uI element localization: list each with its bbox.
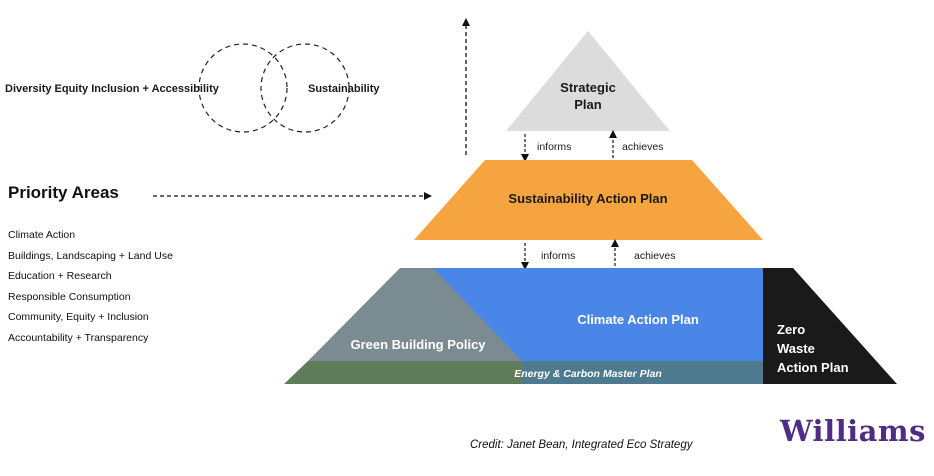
achieves-label-top: achieves (622, 141, 663, 153)
venn-circle-left (198, 43, 288, 133)
informs-label-top: informs (537, 141, 571, 153)
informs-label-bottom: informs (541, 250, 575, 262)
priority-item: Education + Research (8, 270, 112, 283)
priority-item: Community, Equity + Inclusion (8, 311, 149, 324)
priority-areas-list: Climate Action Buildings, Landscaping + … (8, 225, 173, 349)
zero-waste-label-3: Action Plan (777, 360, 849, 375)
zero-waste-shape (763, 268, 897, 384)
priority-item: Climate Action (8, 229, 76, 241)
zero-waste-label-1: Zero (777, 322, 805, 337)
sustainability-action-plan-label: Sustainability Action Plan (508, 191, 667, 206)
climate-action-plan-label: Climate Action Plan (577, 312, 699, 327)
strategic-plan-triangle (506, 31, 670, 131)
priority-areas-title: Priority Areas (8, 183, 119, 202)
green-building-policy-shape (308, 268, 522, 361)
priority-item: Accountability + Transparency (8, 331, 149, 344)
venn-circle-right (260, 43, 350, 133)
zero-waste-label-2: Waste (777, 341, 815, 356)
priority-item: Responsible Consumption (8, 290, 131, 303)
strategic-plan-label-2: Plan (574, 97, 602, 112)
sustainability-action-plan-shape (414, 160, 763, 240)
credit-text: Credit: Janet Bean, Integrated Eco Strat… (470, 439, 693, 451)
energy-carbon-right-strip (522, 361, 763, 384)
achieves-label-bottom: achieves (634, 250, 675, 262)
green-building-policy-label: Green Building Policy (350, 337, 486, 352)
strategic-plan-label-1: Strategic (560, 80, 616, 95)
venn-right-label: Sustainability (308, 83, 380, 95)
priority-item: Buildings, Landscaping + Land Use (8, 249, 173, 262)
williams-logo: Williams (780, 414, 926, 448)
energy-carbon-label: Energy & Carbon Master Plan (514, 368, 662, 380)
energy-carbon-left-strip (284, 361, 522, 384)
venn-left-label: Diversity Equity Inclusion + Accessibili… (5, 83, 220, 95)
